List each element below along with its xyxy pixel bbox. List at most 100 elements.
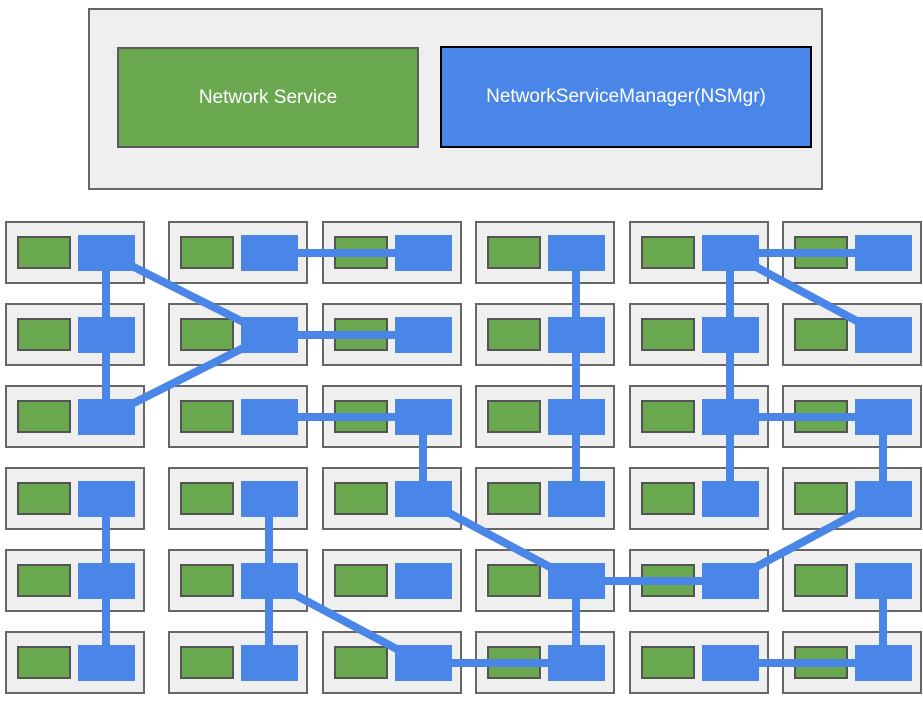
network-service-box — [641, 564, 695, 597]
network-service-box — [487, 236, 541, 269]
service-node-c5r5 — [629, 549, 769, 612]
network-service-box — [794, 400, 848, 433]
nsmgr-box — [702, 563, 759, 599]
nsmgr-box — [548, 317, 605, 353]
network-service-box — [334, 400, 388, 433]
service-node-c2r3 — [168, 385, 308, 448]
service-node-c6r2 — [782, 303, 922, 366]
service-node-c4r1 — [475, 221, 615, 284]
nsmgr-box — [855, 235, 912, 271]
service-node-c6r5 — [782, 549, 922, 612]
service-node-c6r3 — [782, 385, 922, 448]
service-node-c5r3 — [629, 385, 769, 448]
nsmgr-box — [78, 563, 135, 599]
service-node-c3r4 — [322, 467, 462, 530]
service-node-c2r1 — [168, 221, 308, 284]
service-node-c4r2 — [475, 303, 615, 366]
nsmgr-box — [241, 235, 298, 271]
nsmgr-box — [241, 399, 298, 435]
service-node-c1r5 — [5, 549, 145, 612]
service-node-c6r1 — [782, 221, 922, 284]
network-service-box — [17, 318, 71, 351]
network-service-box — [17, 236, 71, 269]
network-service-box — [180, 646, 234, 679]
service-node-c4r5 — [475, 549, 615, 612]
network-service-box — [334, 564, 388, 597]
network-service-box — [487, 482, 541, 515]
nsmgr-box — [78, 399, 135, 435]
service-node-c3r6 — [322, 631, 462, 694]
network-service-box — [180, 564, 234, 597]
network-service-box — [487, 646, 541, 679]
legend: Network Service NetworkServiceManager(NS… — [88, 8, 823, 190]
network-service-box — [487, 564, 541, 597]
service-node-c2r2 — [168, 303, 308, 366]
nsmgr-box — [548, 235, 605, 271]
network-service-box — [17, 400, 71, 433]
nsmgr-box — [702, 645, 759, 681]
nsmgr-box — [395, 563, 452, 599]
network-service-box — [641, 400, 695, 433]
network-service-box — [794, 318, 848, 351]
service-node-c2r4 — [168, 467, 308, 530]
network-service-box — [794, 236, 848, 269]
network-service-box — [641, 482, 695, 515]
service-node-c6r6 — [782, 631, 922, 694]
network-service-box — [17, 646, 71, 679]
nsmgr-box — [241, 563, 298, 599]
network-service-box — [334, 646, 388, 679]
nsmgr-box — [78, 645, 135, 681]
nsmgr-box — [78, 317, 135, 353]
nsmgr-box — [395, 399, 452, 435]
service-node-c3r2 — [322, 303, 462, 366]
nsmgr-box — [702, 481, 759, 517]
network-service-box — [641, 646, 695, 679]
network-service-box — [180, 318, 234, 351]
service-node-c1r1 — [5, 221, 145, 284]
nsmgr-box — [702, 317, 759, 353]
legend-nsmgr: NetworkServiceManager(NSMgr) — [440, 46, 812, 148]
nsmgr-box — [855, 481, 912, 517]
nsmgr-box — [702, 399, 759, 435]
service-node-c2r6 — [168, 631, 308, 694]
service-node-c6r4 — [782, 467, 922, 530]
nsmgr-box — [241, 645, 298, 681]
nsmgr-box — [395, 317, 452, 353]
nsmgr-box — [78, 481, 135, 517]
service-node-c4r4 — [475, 467, 615, 530]
network-service-box — [794, 482, 848, 515]
nsmgr-box — [855, 399, 912, 435]
network-service-box — [641, 236, 695, 269]
service-node-c4r3 — [475, 385, 615, 448]
nsmgr-box — [702, 235, 759, 271]
nsmgr-box — [855, 645, 912, 681]
network-service-box — [794, 646, 848, 679]
service-node-c5r2 — [629, 303, 769, 366]
network-service-box — [180, 482, 234, 515]
service-node-c1r3 — [5, 385, 145, 448]
network-service-box — [17, 564, 71, 597]
service-node-c4r6 — [475, 631, 615, 694]
network-service-box — [334, 482, 388, 515]
network-service-box — [334, 318, 388, 351]
nsmgr-box — [855, 563, 912, 599]
service-node-c1r4 — [5, 467, 145, 530]
nsmgr-box — [78, 235, 135, 271]
legend-network-service: Network Service — [117, 47, 419, 148]
legend-network-service-label: Network Service — [198, 86, 338, 108]
nsmgr-box — [395, 645, 452, 681]
nsmgr-box — [548, 645, 605, 681]
service-node-c3r1 — [322, 221, 462, 284]
nsmgr-box — [241, 481, 298, 517]
network-service-box — [794, 564, 848, 597]
service-node-c3r5 — [322, 549, 462, 612]
service-node-c5r1 — [629, 221, 769, 284]
nsmgr-box — [855, 317, 912, 353]
legend-nsmgr-label: NetworkServiceManager(NSMgr) — [486, 86, 766, 107]
nsmgr-box — [548, 481, 605, 517]
network-service-box — [487, 400, 541, 433]
nsmgr-box — [395, 481, 452, 517]
network-service-box — [17, 482, 71, 515]
service-node-c5r6 — [629, 631, 769, 694]
